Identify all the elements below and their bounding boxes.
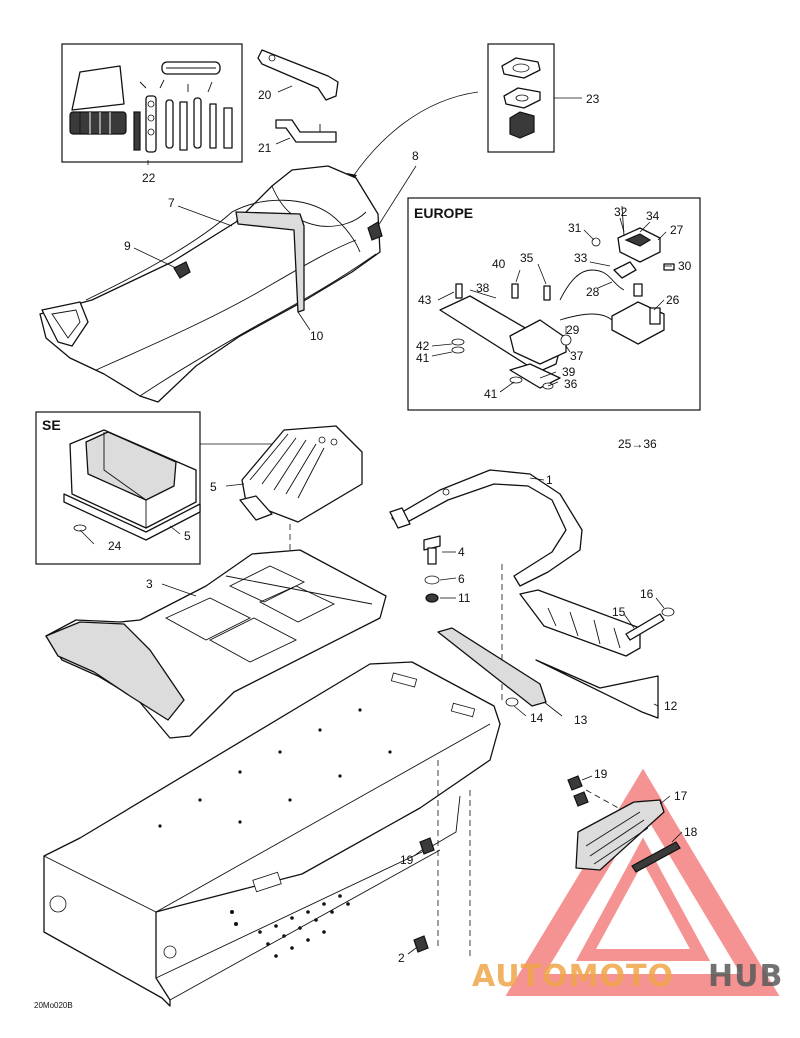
tool-kit-illustration bbox=[69, 61, 233, 153]
callout-14: 14 bbox=[530, 711, 544, 725]
europe-box bbox=[407, 197, 701, 411]
callout-42: 42 bbox=[416, 339, 430, 353]
part-1-grab-handle bbox=[389, 469, 583, 587]
callout-43: 43 bbox=[418, 293, 432, 307]
callout-labels: 22 20 21 23 8 7 9 10 32 34 31 27 33 30 2… bbox=[34, 88, 698, 1010]
callout-36a: 36 bbox=[564, 377, 578, 391]
seat-assembly bbox=[39, 165, 383, 403]
callout-41b: 41 bbox=[484, 387, 498, 401]
callout-38: 38 bbox=[476, 281, 490, 295]
range-note: 25→36 bbox=[618, 437, 657, 451]
callout-21: 21 bbox=[258, 141, 272, 155]
callout-19a: 19 bbox=[594, 767, 608, 781]
se-storage-bin bbox=[63, 429, 201, 541]
watermark-triangle bbox=[505, 768, 780, 996]
part-20-wrench bbox=[257, 49, 339, 101]
part-23-cover-parts bbox=[501, 57, 541, 139]
callout-4: 4 bbox=[458, 545, 465, 559]
callout-24: 24 bbox=[108, 539, 122, 553]
callout-13: 13 bbox=[574, 713, 588, 727]
callout-29: 29 bbox=[566, 323, 580, 337]
callout-20: 20 bbox=[258, 88, 272, 102]
callout-10: 10 bbox=[310, 329, 324, 343]
bolts-19-2 bbox=[413, 775, 589, 953]
se-box bbox=[35, 411, 201, 565]
callout-5a: 5 bbox=[210, 480, 217, 494]
callout-8: 8 bbox=[412, 149, 419, 163]
se-label: SE bbox=[42, 417, 61, 433]
callout-33: 33 bbox=[574, 251, 588, 265]
callout-27: 27 bbox=[670, 223, 684, 237]
callout-30: 30 bbox=[678, 259, 692, 273]
callout-22: 22 bbox=[142, 171, 156, 185]
callout-7: 7 bbox=[168, 196, 175, 210]
watermark-part2: HUB bbox=[708, 959, 783, 994]
callout-32: 32 bbox=[614, 205, 628, 219]
watermark-text: AUTOMOTO HUB bbox=[472, 959, 783, 994]
tool-kit-box bbox=[61, 43, 243, 163]
callout-17: 17 bbox=[674, 789, 688, 803]
callout-39: 39 bbox=[562, 365, 576, 379]
callout-18: 18 bbox=[684, 825, 698, 839]
part-12-flap bbox=[519, 589, 659, 719]
callout-15: 15 bbox=[612, 605, 626, 619]
chassis-tunnel bbox=[43, 661, 501, 1007]
hardware-4-6-11 bbox=[423, 535, 441, 603]
europe-label: EUROPE bbox=[414, 205, 473, 221]
callout-2: 2 bbox=[398, 951, 405, 965]
callout-26: 26 bbox=[666, 293, 680, 307]
parts-17-18 bbox=[575, 799, 681, 873]
part-3-base bbox=[45, 549, 387, 739]
drawing-reference: 20Mo020B bbox=[34, 1001, 73, 1010]
callout-23: 23 bbox=[586, 92, 600, 106]
callout-37: 37 bbox=[570, 349, 584, 363]
callout-34: 34 bbox=[646, 209, 660, 223]
callout-16: 16 bbox=[640, 587, 654, 601]
part-5-pad bbox=[239, 425, 363, 523]
callout-28: 28 bbox=[586, 285, 600, 299]
callout-31: 31 bbox=[568, 221, 582, 235]
callout-19b: 19 bbox=[400, 853, 414, 867]
callout-5b: 5 bbox=[184, 529, 191, 543]
callout-40: 40 bbox=[492, 257, 506, 271]
part-13-bracket bbox=[437, 627, 547, 707]
europe-hardware bbox=[439, 205, 675, 390]
callout-9: 9 bbox=[124, 239, 131, 253]
part-16-nut bbox=[661, 607, 675, 617]
callout-3: 3 bbox=[146, 577, 153, 591]
watermark-part1: AUTOMOTO bbox=[472, 959, 674, 994]
europe-leaders bbox=[431, 217, 672, 393]
part-14-washer bbox=[505, 697, 519, 707]
chassis-holes bbox=[158, 708, 392, 958]
part-15-bolt bbox=[625, 613, 665, 641]
callout-12: 12 bbox=[664, 699, 678, 713]
europe-bolts bbox=[451, 263, 675, 390]
callout-11: 11 bbox=[458, 591, 471, 605]
callout-1: 1 bbox=[546, 473, 553, 487]
part-21-bracket bbox=[275, 119, 337, 143]
callout-35: 35 bbox=[520, 251, 534, 265]
callout-6: 6 bbox=[458, 572, 465, 586]
callout-41a: 41 bbox=[416, 351, 430, 365]
